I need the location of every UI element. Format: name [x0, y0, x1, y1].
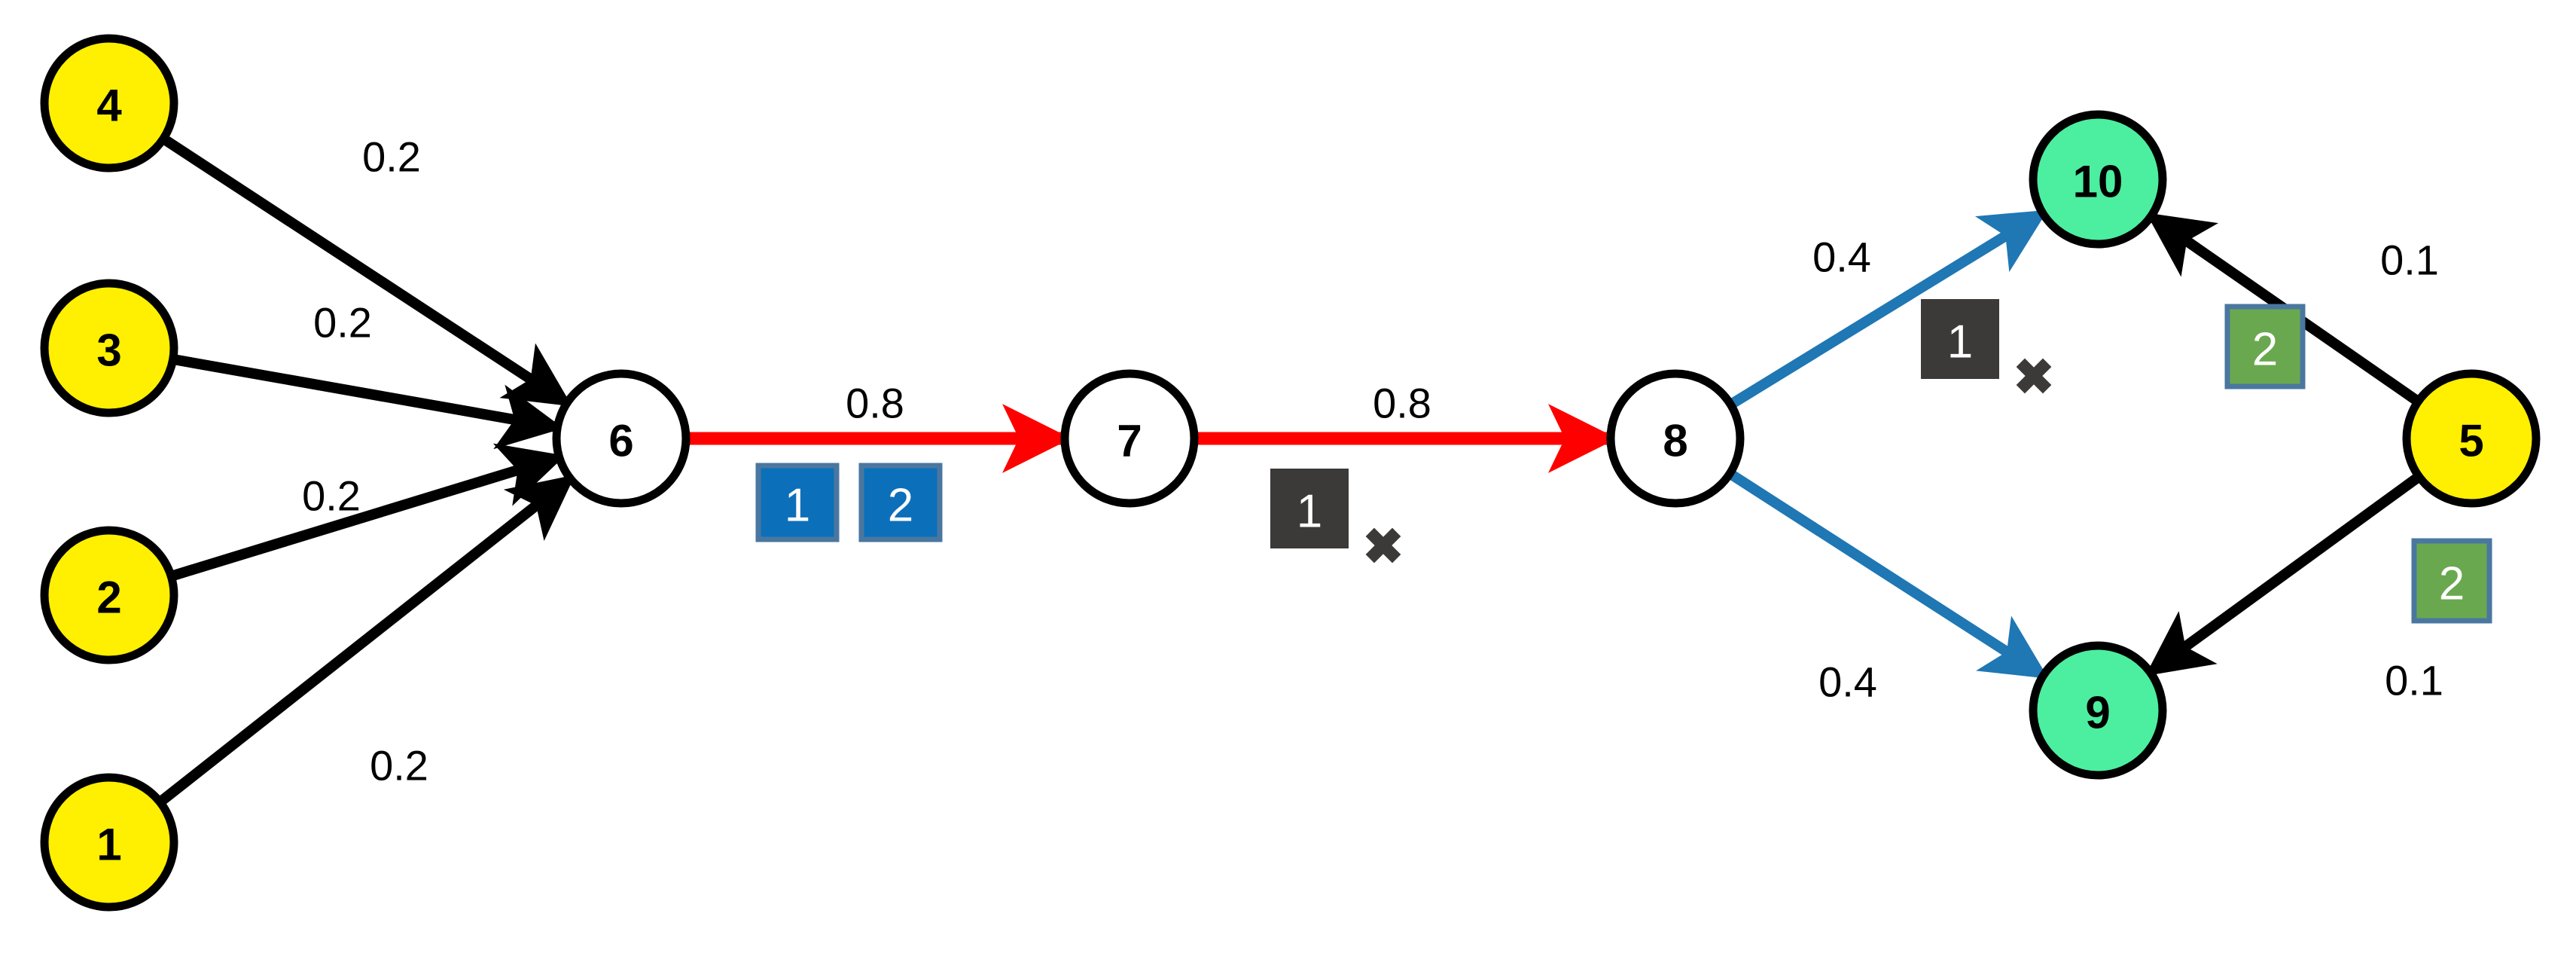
node-1[interactable]: 1	[40, 773, 178, 912]
node-circle-2[interactable]	[40, 526, 178, 664]
node-9[interactable]: 9	[2029, 641, 2167, 780]
node-circle-8[interactable]	[1606, 369, 1745, 508]
badge-b6[interactable]: 2	[2411, 538, 2492, 624]
node-circle-5[interactable]	[2402, 369, 2541, 508]
badge-rect-b1[interactable]	[755, 463, 840, 542]
edge-weight-8-9: 0.4	[1818, 658, 1877, 706]
edge-weight-4-6: 0.2	[362, 133, 421, 181]
node-5[interactable]: 5	[2402, 369, 2541, 508]
edge-weight-labels: 0.2 0.2 0.2 0.2 0.8 0.8 0.4 0.4 0.1 0.1	[302, 133, 2443, 790]
node-label-6: 6	[608, 416, 633, 466]
edge-weight-5-9: 0.1	[2385, 657, 2443, 704]
edge-weight-2-6: 0.2	[302, 472, 361, 520]
cross-stroke-b	[2016, 358, 2052, 394]
badge-b2[interactable]: 2	[858, 463, 943, 542]
badge-b3[interactable]: 1	[1270, 469, 1401, 564]
node-4[interactable]: 4	[40, 34, 178, 173]
node-circle-10[interactable]	[2029, 110, 2167, 249]
node-circle-6[interactable]	[552, 369, 690, 508]
badge-rect-b5[interactable]	[2224, 304, 2306, 389]
edge-weight-8-10: 0.4	[1812, 234, 1871, 281]
node-label-2: 2	[96, 573, 121, 623]
nodes-layer: 4 3 2 1 6 7 8 10 9 5	[40, 34, 2541, 912]
badge-b1[interactable]: 1	[755, 463, 840, 542]
node-label-7: 7	[1117, 416, 1142, 466]
edge-weight-6-7: 0.8	[846, 380, 904, 427]
badge-b5[interactable]: 2	[2224, 304, 2306, 389]
edge-2-to-6	[171, 443, 566, 581]
badge-label-b1: 1	[785, 480, 810, 532]
badge-label-b4: 1	[1947, 316, 1973, 368]
node-label-10: 10	[2073, 157, 2123, 207]
node-label-3: 3	[96, 325, 121, 376]
edge-8-to-9	[1728, 469, 2049, 679]
edge-5-to-9	[2145, 473, 2421, 677]
node-circle-1[interactable]	[40, 773, 178, 912]
badge-label-b3: 1	[1297, 486, 1322, 538]
edge-weight-3-6: 0.2	[313, 299, 372, 347]
node-circle-4[interactable]	[40, 34, 178, 173]
node-circle-7[interactable]	[1060, 369, 1199, 508]
cross-stroke-b	[1365, 527, 1401, 564]
edge-4-to-6	[161, 135, 572, 407]
node-8[interactable]: 8	[1606, 369, 1745, 508]
node-circle-3[interactable]	[40, 279, 178, 417]
node-label-1: 1	[96, 820, 121, 870]
node-label-8: 8	[1663, 416, 1687, 466]
node-label-9: 9	[2085, 688, 2110, 738]
badge-rect-b4[interactable]	[1921, 299, 1999, 379]
badge-label-b5: 2	[2252, 324, 2278, 376]
edge-8-to-10	[1729, 209, 2048, 408]
badge-rect-b2[interactable]	[858, 463, 943, 542]
cross-icon-b3	[1365, 527, 1401, 564]
edge-1-to-6	[157, 475, 575, 806]
node-label-5: 5	[2459, 416, 2483, 466]
node-2[interactable]: 2	[40, 526, 178, 664]
node-label-4: 4	[96, 81, 122, 131]
node-3[interactable]: 3	[40, 279, 178, 417]
node-6[interactable]: 6	[552, 369, 690, 508]
badge-label-b2: 2	[888, 480, 913, 532]
node-7[interactable]: 7	[1060, 369, 1199, 508]
cross-icon-b4	[2016, 358, 2052, 394]
badge-rect-b3[interactable]	[1270, 469, 1349, 548]
edge-weight-1-6: 0.2	[370, 742, 428, 790]
edge-3-to-6	[173, 354, 564, 450]
node-circle-9[interactable]	[2029, 641, 2167, 780]
edge-weight-5-10: 0.1	[2380, 237, 2439, 284]
badges-layer: 1 2 1 1 2 2	[755, 299, 2492, 624]
badge-rect-b6[interactable]	[2411, 538, 2492, 624]
edge-weight-7-8: 0.8	[1373, 380, 1431, 427]
badge-label-b6: 2	[2439, 558, 2465, 610]
node-10[interactable]: 10	[2029, 110, 2167, 249]
badge-b4[interactable]: 1	[1921, 299, 2052, 394]
